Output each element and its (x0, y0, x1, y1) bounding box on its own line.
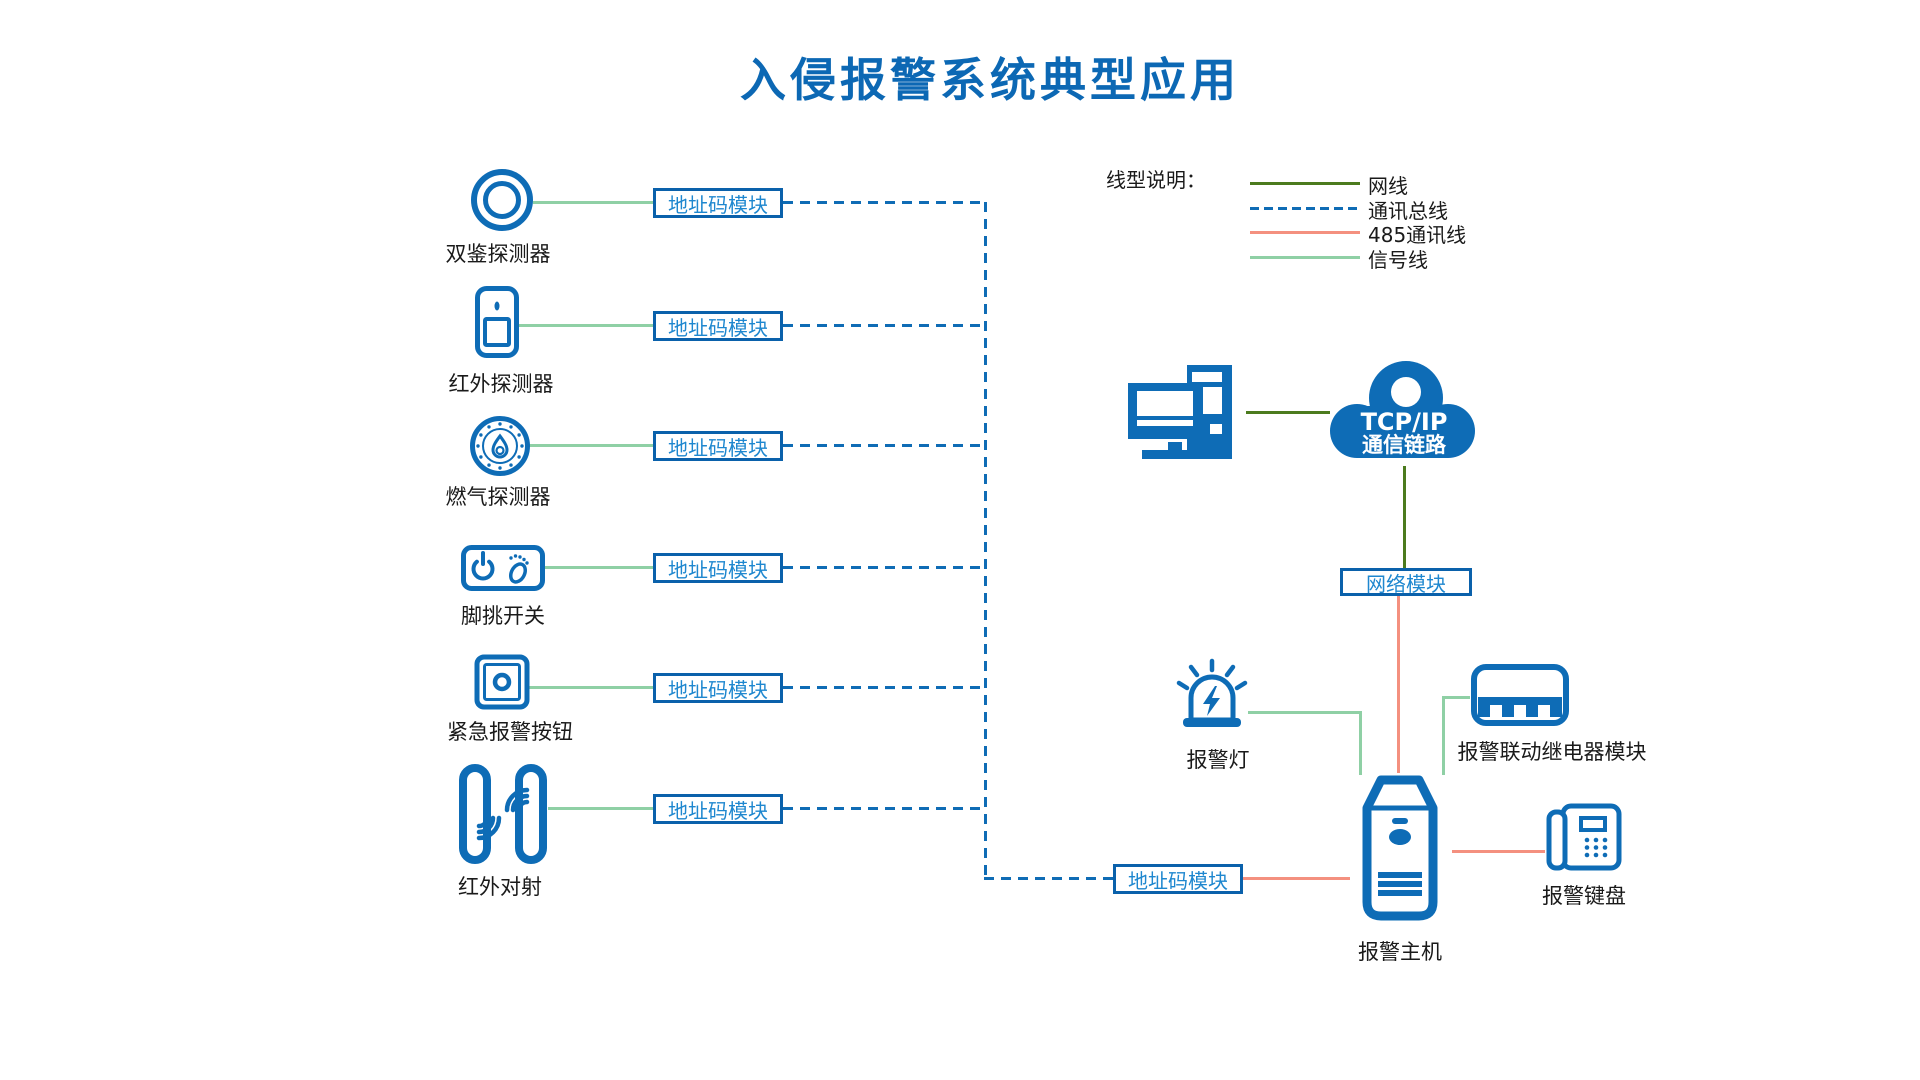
foot-switch-icon (461, 545, 545, 591)
bus-line-row6 (783, 807, 984, 810)
network-line-cloud-module (1403, 466, 1406, 569)
address-module-box-7: 地址码模块 (1113, 864, 1243, 894)
rs485-line-module-host (1397, 596, 1400, 773)
address-module-box-1: 地址码模块 (653, 188, 783, 218)
relay-module-icon (1471, 664, 1569, 726)
signal-line-row4 (543, 566, 653, 569)
legend-label-signal: 信号线 (1368, 248, 1428, 272)
pir-detector-icon (475, 286, 519, 358)
legend-heading: 线型说明： (1106, 168, 1206, 192)
bus-line-row3 (783, 444, 984, 447)
signal-line-row6 (548, 807, 653, 810)
device-label-emergency-button: 紧急报警按钮 (447, 720, 573, 744)
ir-beam-icon (459, 764, 547, 864)
device-label-dual-detector: 双鉴探测器 (445, 242, 551, 266)
alarm-keypad-icon (1546, 803, 1622, 871)
signal-line-relay-v (1442, 696, 1445, 775)
device-label-ir-beam: 红外对射 (458, 875, 542, 899)
signal-line-row1 (533, 201, 653, 204)
rs485-line-module-host-bottom (1243, 877, 1350, 880)
legend-label-485: 485通讯线 (1368, 223, 1467, 247)
legend-line-bus (1250, 207, 1360, 210)
alarm-keypad-label: 报警键盘 (1542, 884, 1626, 908)
tcpip-cloud-icon: TCP/IP 通信链路 (1330, 361, 1475, 458)
signal-line-row2 (518, 324, 653, 327)
legend-line-signal (1250, 256, 1360, 259)
emergency-button-icon (474, 654, 530, 710)
address-module-box-3: 地址码模块 (653, 431, 783, 461)
signal-line-relay-h (1442, 696, 1470, 699)
relay-module-label: 报警联动继电器模块 (1457, 740, 1647, 764)
alarm-host-icon (1362, 775, 1438, 921)
bus-line-row1 (783, 201, 984, 204)
address-module-box-5: 地址码模块 (653, 673, 783, 703)
network-module-box: 网络模块 (1340, 568, 1472, 596)
alarm-light-icon (1176, 658, 1248, 727)
signal-line-light-h (1248, 711, 1362, 714)
bus-line-bottom (984, 877, 1113, 880)
bus-line-vertical (984, 202, 987, 879)
rs485-line-host-keypad (1452, 850, 1545, 853)
device-label-foot-switch: 脚挑开关 (461, 604, 545, 628)
dual-tech-detector-icon (471, 169, 533, 231)
legend-line-network (1250, 182, 1360, 185)
alarm-host-label: 报警主机 (1358, 940, 1442, 964)
cloud-text-line1: TCP/IP (1361, 408, 1448, 436)
page-title: 入侵报警系统典型应用 (740, 53, 1240, 107)
signal-line-light-v (1359, 711, 1362, 775)
legend-line-485 (1250, 231, 1360, 234)
computer-icon (1128, 365, 1232, 459)
bus-line-row5 (783, 686, 984, 689)
address-module-box-6: 地址码模块 (653, 794, 783, 824)
network-line-computer-cloud (1246, 411, 1330, 414)
signal-line-row3 (529, 444, 653, 447)
legend-label-bus: 通讯总线 (1368, 199, 1448, 223)
device-label-gas-detector: 燃气探测器 (445, 485, 551, 509)
gas-detector-icon (470, 416, 530, 476)
device-label-pir-detector: 红外探测器 (448, 372, 554, 396)
bus-line-row2 (783, 324, 984, 327)
alarm-light-label: 报警灯 (1186, 748, 1250, 772)
cloud-text-line2: 通信链路 (1362, 433, 1447, 457)
bus-line-row4 (783, 566, 984, 569)
address-module-box-4: 地址码模块 (653, 553, 783, 583)
legend-label-network: 网线 (1368, 174, 1408, 198)
address-module-box-2: 地址码模块 (653, 311, 783, 341)
signal-line-row5 (528, 686, 653, 689)
